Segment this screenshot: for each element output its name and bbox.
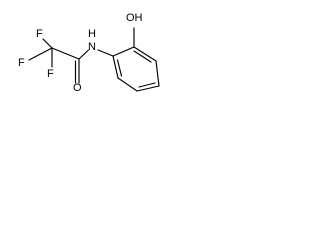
bond-trifluoromethyl-to-fluorine-top <box>42 38 53 49</box>
bond-carbonyl-to-amide-nitrogen <box>78 49 90 60</box>
benzene-inner-double-bond-1 <box>116 59 123 77</box>
benzene-bond-1 <box>112 55 119 79</box>
fluorine-label-bottom: F <box>47 68 54 80</box>
molecule-structure-diagram: F F F O H N OH <box>18 12 160 94</box>
benzene-bond-6 <box>112 46 135 57</box>
bond-amide-nitrogen-to-aryl-carbon <box>97 49 114 57</box>
benzene-inner-double-bond-2 <box>138 82 156 88</box>
amide-hydrogen-label: H <box>88 28 96 40</box>
benzene-inner-double-bond-3 <box>133 50 152 63</box>
bond-trifluoromethyl-to-fluorine-left <box>28 47 53 61</box>
benzene-bond-5 <box>133 46 157 62</box>
fluorine-label-top: F <box>36 28 43 40</box>
bond-lines <box>28 27 160 92</box>
atom-labels: F F F O H N OH <box>18 12 143 94</box>
amide-nitrogen-label: N <box>88 41 96 53</box>
fluorine-label-left: F <box>18 57 25 69</box>
benzene-bond-3 <box>136 85 160 92</box>
benzene-bond-2 <box>117 77 138 92</box>
bond-trifluoromethyl-to-carbonyl-carbon <box>51 47 80 60</box>
benzene-bond-4 <box>155 60 160 87</box>
carbonyl-oxygen-label: O <box>73 82 82 94</box>
hydroxyl-label: OH <box>126 12 143 24</box>
